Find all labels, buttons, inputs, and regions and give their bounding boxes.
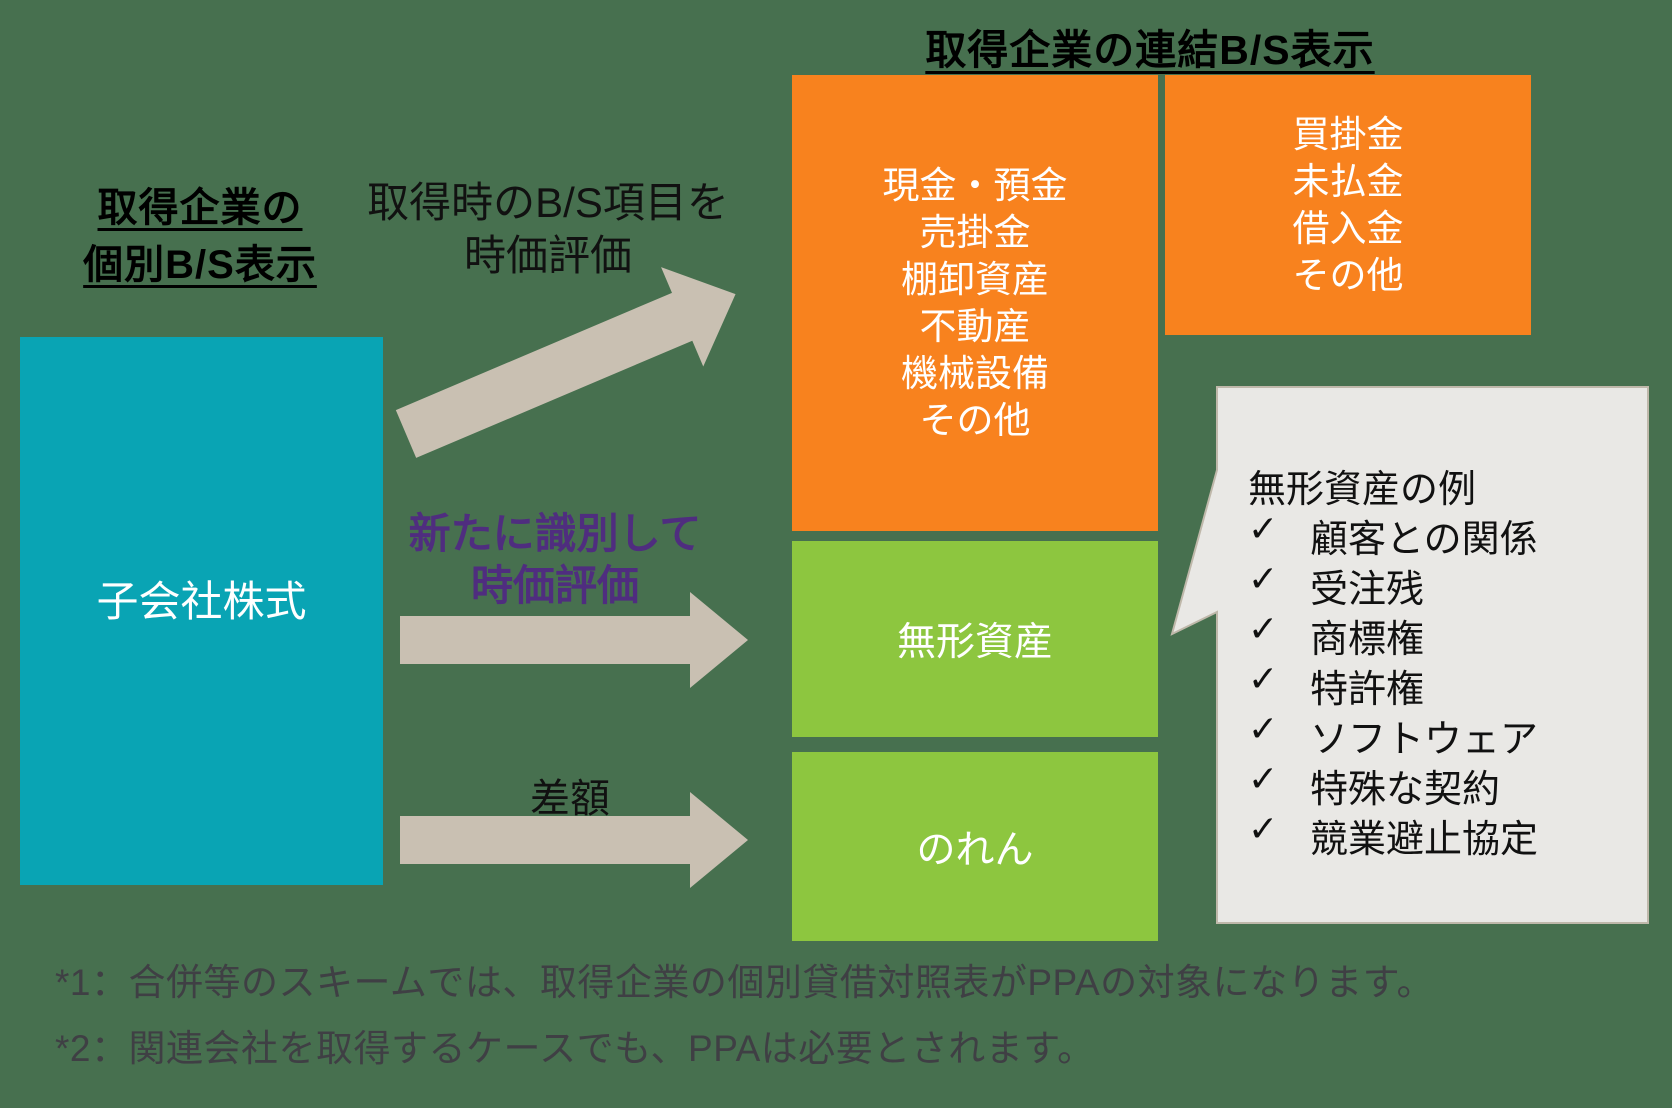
identify-arrow-label-line1: 新たに識別して: [408, 510, 702, 557]
footnote-2: *2：関連会社を取得するケースでも、PPAは必要とされます。: [55, 1028, 1095, 1069]
identify-arrow-label-line2: 時価評価: [470, 562, 639, 609]
list-item-label: 商標権: [1310, 619, 1425, 661]
list-item-label: 受注残: [1310, 569, 1425, 611]
identify-arrow: [400, 592, 748, 688]
check-icon: ✓: [1248, 658, 1279, 699]
list-item: ✓ 特殊な契約: [1248, 758, 1638, 811]
left-header-line2: 個別B/S表示: [83, 243, 317, 287]
goodwill-label: のれん: [916, 828, 1034, 872]
list-item-label: 顧客との関係: [1310, 519, 1538, 561]
liability-item: 借入金: [1292, 208, 1404, 249]
intangible-assets-label: 無形資産: [896, 621, 1053, 664]
asset-item: 不動産: [919, 306, 1031, 347]
left-column-header: 取得企業の 個別B/S表示: [30, 180, 370, 294]
asset-item: 棚卸資産: [901, 259, 1049, 300]
subsidiary-stock-box: 子会社株式: [20, 337, 383, 885]
check-icon: ✓: [1248, 508, 1279, 549]
subsidiary-stock-label: 子会社株式: [96, 578, 307, 625]
revalue-arrow: [395, 267, 736, 458]
difference-arrow: [400, 792, 748, 888]
liability-item: その他: [1292, 255, 1404, 296]
revalue-arrow-label-line2: 時価評価: [463, 232, 632, 279]
identify-arrow-label: 新たに識別して 時価評価: [370, 508, 740, 612]
list-item-label: ソフトウェア: [1310, 719, 1539, 761]
difference-arrow-label: 差額: [530, 777, 610, 821]
intangible-assets-box: 無形資産: [792, 541, 1158, 737]
revalue-arrow-label: 取得時のB/S項目を 時価評価: [358, 176, 738, 282]
check-icon: ✓: [1248, 558, 1279, 599]
revalue-arrow-label-line1: 取得時のB/S項目を: [367, 179, 729, 226]
list-item-label: 競業避止協定: [1310, 819, 1539, 861]
list-item: ✓ 受注残: [1248, 558, 1638, 611]
list-item: ✓ 特許権: [1248, 658, 1638, 711]
list-item: ✓ 商標権: [1248, 608, 1638, 661]
goodwill-box: のれん: [792, 752, 1158, 941]
asset-item: その他: [919, 400, 1031, 441]
page-title: 取得企業の連結B/S表示: [925, 27, 1375, 73]
asset-item: 機械設備: [901, 353, 1049, 394]
list-item-label: 特許権: [1310, 669, 1425, 711]
check-icon: ✓: [1248, 608, 1279, 649]
left-header-line1: 取得企業の: [97, 186, 303, 230]
asset-item: 売掛金: [919, 212, 1031, 253]
check-icon: ✓: [1248, 808, 1279, 849]
list-item-label: 特殊な契約: [1310, 769, 1501, 811]
asset-item: 現金・預金: [882, 165, 1068, 206]
intangible-examples-list: ✓ 顧客との関係 ✓ 受注残 ✓ 商標権 ✓ 特許権 ✓ ソフトウェア: [1248, 508, 1638, 861]
callout-title: 無形資産の例: [1248, 469, 1477, 511]
assets-box: 現金・預金 売掛金 棚卸資産 不動産 機械設備 その他: [792, 75, 1158, 531]
list-item: ✓ 顧客との関係: [1248, 508, 1638, 561]
list-item: ✓ ソフトウェア: [1248, 708, 1638, 761]
check-icon: ✓: [1248, 758, 1279, 799]
liabilities-box: 買掛金 未払金 借入金 その他: [1165, 75, 1531, 335]
liability-item: 未払金: [1292, 161, 1404, 202]
list-item: ✓ 競業避止協定: [1248, 808, 1638, 861]
liability-item: 買掛金: [1292, 114, 1404, 155]
footnote-1: *1：合併等のスキームでは、取得企業の個別貸借対照表がPPAの対象になります。: [55, 962, 1434, 1003]
check-icon: ✓: [1248, 708, 1279, 749]
callout-bubble: [1170, 386, 1649, 924]
